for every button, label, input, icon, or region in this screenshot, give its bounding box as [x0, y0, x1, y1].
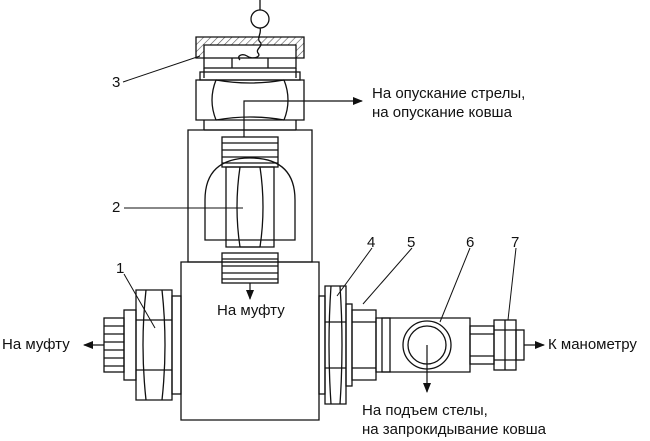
callout-7: 7 — [511, 234, 520, 251]
label-bucket-lowering: на опускание ковша — [372, 104, 512, 121]
label-boom-lowering: На опускание стрелы, — [372, 85, 526, 102]
callout-4: 4 — [367, 234, 376, 251]
flow-arrows — [83, 97, 545, 393]
callout-3: 3 — [112, 74, 121, 91]
valve-body — [180, 129, 320, 421]
label-boom-raising: На подъем стелы, — [362, 402, 488, 419]
callout-2: 2 — [112, 199, 121, 216]
callout-leaders — [122, 55, 517, 329]
label-to-clutch-left: На муфту — [2, 336, 70, 353]
cap-assembly — [195, 0, 305, 81]
label-bucket-tilting: на запрокидывание ковша — [362, 421, 547, 438]
callout-6: 6 — [466, 234, 475, 251]
left-fitting — [103, 289, 182, 401]
callout-5: 5 — [407, 234, 416, 251]
label-to-clutch-center: На муфту — [217, 302, 285, 319]
label-to-gauge: К манометру — [548, 336, 637, 353]
top-hex-nut — [195, 79, 305, 131]
right-fittings — [318, 285, 525, 405]
callout-1: 1 — [116, 260, 125, 277]
